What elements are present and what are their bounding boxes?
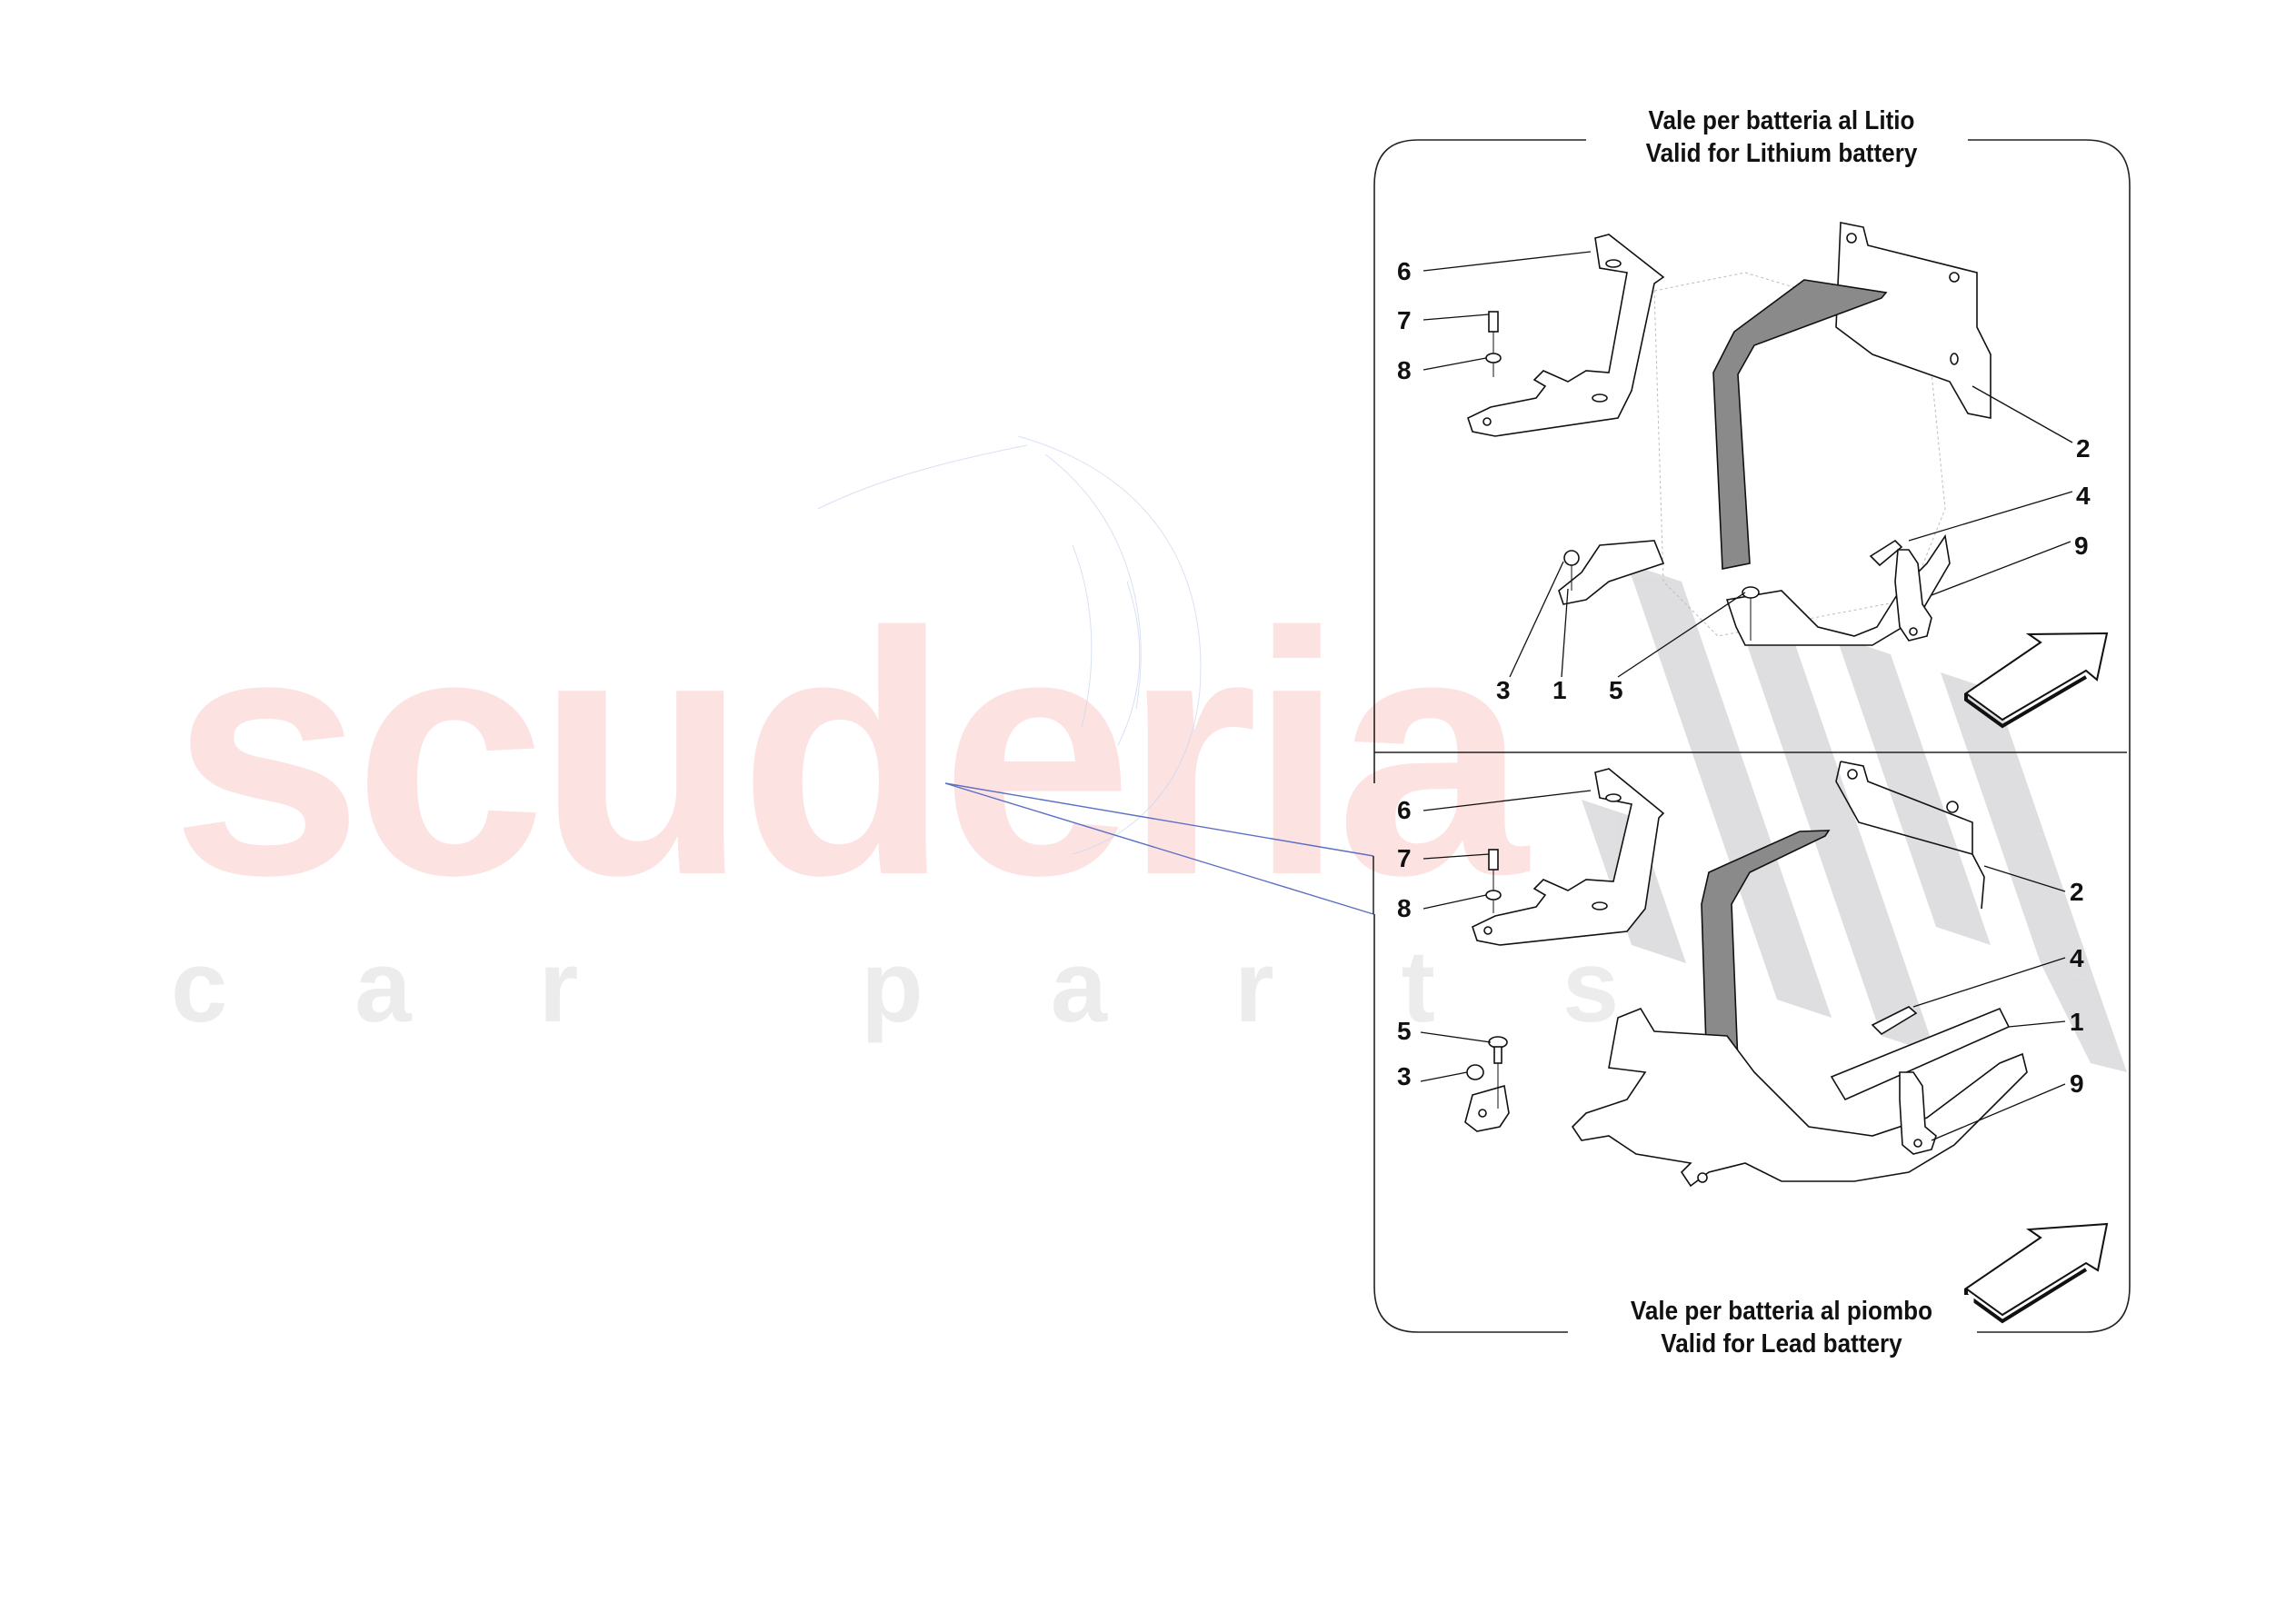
- top-panel-parts: [1467, 222, 2109, 729]
- callout-top-7[interactable]: 7: [1397, 306, 1412, 334]
- callout-bottom-9[interactable]: 9: [2070, 1070, 2084, 1098]
- caption-lithium: Vale per batteria al Litio Valid for Lit…: [1597, 104, 1966, 170]
- bracket-9: [1894, 549, 1932, 642]
- callout-top-6[interactable]: 6: [1397, 257, 1412, 285]
- callout-bottom-4[interactable]: 4: [2070, 944, 2084, 972]
- callout-top-5[interactable]: 5: [1609, 676, 1623, 704]
- callout-top-3[interactable]: 3: [1496, 676, 1511, 704]
- callout-bottom-5[interactable]: 5: [1397, 1017, 1412, 1045]
- battery-support-2: [1835, 222, 1992, 419]
- battery-strap: [1712, 279, 1888, 570]
- callout-top-4[interactable]: 4: [2076, 482, 2091, 510]
- clamp-4: [1871, 1006, 1918, 1036]
- checker-pattern: [1582, 563, 2127, 1072]
- direction-arrow-bottom: [1964, 1222, 2109, 1317]
- callout-top-1[interactable]: 1: [1552, 676, 1567, 704]
- watermark-brand: scuderia: [171, 561, 1528, 947]
- caption-lead: Vale per batteria al piombo Valid for Le…: [1589, 1295, 1974, 1360]
- top-callout-leaders: [1423, 251, 2073, 678]
- callout-bottom-3[interactable]: 3: [1397, 1062, 1412, 1090]
- callout-top-2[interactable]: 2: [2076, 434, 2091, 463]
- callout-bottom-1[interactable]: 1: [2070, 1008, 2084, 1036]
- callout-bottom-7[interactable]: 7: [1397, 844, 1412, 872]
- faint-vehicle-sketch: [817, 435, 1202, 855]
- caption-lead-en: Valid for Lead battery: [1661, 1329, 1902, 1358]
- callout-bottom-8[interactable]: 8: [1397, 894, 1412, 922]
- caption-lithium-it: Vale per batteria al Litio: [1648, 106, 1915, 135]
- callout-bottom-2[interactable]: 2: [2070, 878, 2084, 906]
- caption-lithium-en: Valid for Lithium battery: [1645, 139, 1918, 168]
- bracket-9: [1899, 1071, 1937, 1155]
- callout-bottom-6[interactable]: 6: [1397, 796, 1412, 824]
- tray-bracket-1: [1558, 540, 1665, 605]
- callout-top-9[interactable]: 9: [2074, 532, 2089, 560]
- direction-arrow-top: [1964, 632, 2109, 721]
- bottom-panel-parts: [1464, 761, 2109, 1324]
- watermark-tagline: car parts: [171, 930, 1747, 1043]
- bottom-callout-leaders: [1420, 790, 2066, 1141]
- battery-bracket-6: [1467, 234, 1665, 437]
- caption-lead-it: Vale per batteria al piombo: [1630, 1297, 1933, 1326]
- callout-top-8[interactable]: 8: [1397, 356, 1412, 384]
- zoom-leader-lines: [944, 782, 1374, 915]
- panel-frame: [1373, 139, 2131, 1333]
- battery-bracket-6: [1472, 768, 1665, 946]
